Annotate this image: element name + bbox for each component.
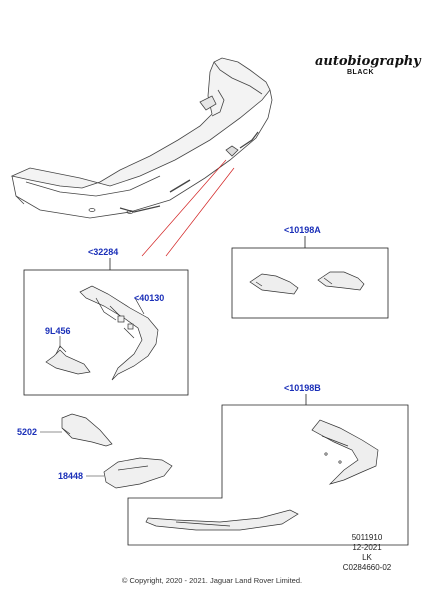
- meta-line-3: LK: [362, 553, 372, 562]
- label-10198A[interactable]: <10198A: [284, 225, 321, 235]
- label-9L456[interactable]: 9L456: [45, 326, 71, 336]
- meta-line-2: 12-2021: [352, 543, 382, 552]
- label-10198B[interactable]: <10198B: [284, 383, 321, 393]
- meta-line-4: C0284660-02: [342, 563, 392, 572]
- label-18448[interactable]: 18448: [58, 471, 84, 481]
- box-32284: [23, 258, 189, 396]
- box-10198A: [231, 236, 389, 319]
- label-40130[interactable]: <40130: [134, 293, 165, 303]
- label-32284[interactable]: <32284: [88, 247, 119, 257]
- copyright-text: © Copyright, 2020 - 2021. Jaguar Land Ro…: [121, 576, 303, 585]
- brand-subtitle: BLACK: [347, 69, 374, 76]
- leader-lines: [141, 159, 235, 257]
- clip-9L456: [45, 345, 91, 375]
- diagram-meta: 5011910 12-2021 LK C0284660-02: [330, 533, 404, 573]
- sensor-pad-5202: [61, 413, 113, 447]
- brand-title: autobiography: [315, 54, 421, 69]
- label-5202[interactable]: 5202: [17, 427, 38, 437]
- trim-18448: [103, 457, 173, 489]
- rear-bumper-illustration: [10, 57, 273, 219]
- leader-40130: [134, 297, 145, 315]
- headlamp-bracket-40130: [79, 285, 159, 381]
- meta-line-1: 5011910: [351, 533, 383, 542]
- diffuser-10198B: [145, 419, 379, 531]
- cover-plates-10198A: [249, 271, 365, 295]
